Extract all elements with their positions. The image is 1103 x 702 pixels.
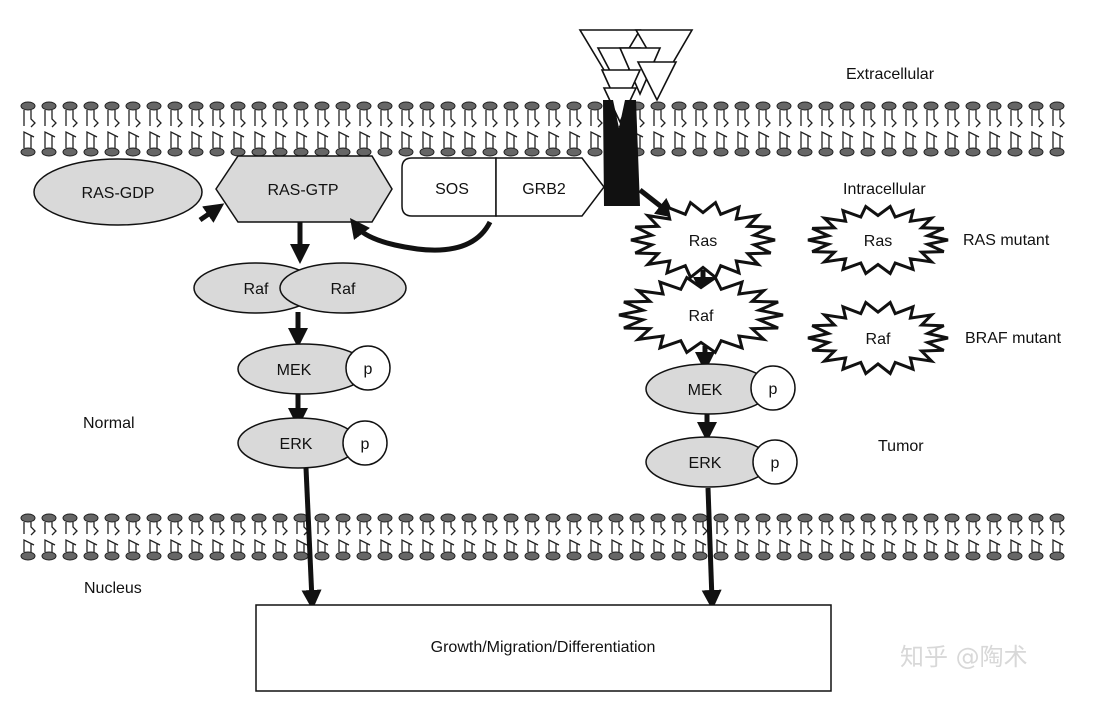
sos-label: SOS [435,181,469,198]
growth-factor-receptor [603,100,640,206]
normal-arrows [198,203,493,610]
erk-normal-p: p [361,436,370,453]
phospho-circle [750,365,796,411]
ras-mutant-star: Ras [807,204,949,276]
mek-normal-p: p [364,361,373,378]
mek-tumor-p: p [769,381,778,398]
raf-mutant-star-label: Raf [866,331,891,348]
ras-tumor-star: Ras [630,200,776,280]
tumor-label: Tumor [878,438,924,455]
raf-mutant-star: Raf [807,300,949,376]
phospho-circle [342,420,388,466]
raf-dimer-node: Raf Raf [193,262,407,314]
erk-tumor-p: p [771,455,780,472]
raf-left-label: Raf [244,281,269,298]
ras-gtp-node: RAS-GTP [215,155,393,223]
arrow-receptor-to-ras [638,188,676,219]
phospho-circle [345,345,391,391]
ras-gtp-label: RAS-GTP [267,182,338,199]
sos-node: SOS [401,157,497,217]
mek-normal-label: MEK [277,362,312,379]
intracellular-label: Intracellular [843,181,926,198]
grb2-label: GRB2 [522,181,566,198]
normal-label: Normal [83,415,135,432]
mek-normal-node: MEK p [237,343,391,395]
cell-membrane [20,101,1065,157]
raf-tumor-star: Raf [618,275,784,355]
ras-tumor-label: Ras [689,233,717,250]
arrow-erk-to-nucleus [301,467,322,610]
arrow-erk-to-nucleus-tumor [701,487,722,610]
mek-tumor-node: MEK p [645,363,796,415]
nucleus-label: Nucleus [84,580,142,597]
ras-mutant-star-label: Ras [864,233,892,250]
grb2-node: GRB2 [495,157,605,217]
mek-tumor-label: MEK [688,382,723,399]
extracellular-label: Extracellular [846,66,935,83]
erk-tumor-label: ERK [689,455,722,472]
tumor-arrows [638,188,722,610]
ras-gdp-label: RAS-GDP [82,185,155,202]
ras-mutant-label: RAS mutant [963,232,1050,249]
phospho-circle [752,439,798,485]
arrow-gdp-to-gtp [198,203,225,223]
ras-gdp-node: RAS-GDP [33,158,203,226]
erk-normal-node: ERK p [237,417,388,469]
outcome-box: Growth/Migration/Differentiation [255,604,832,692]
raf-tumor-label: Raf [689,308,714,325]
raf-right-label: Raf [331,281,356,298]
erk-tumor-node: ERK p [645,436,798,488]
nuclear-membrane [20,513,1065,561]
arrow-sos-to-ras-gtp [349,218,493,253]
erk-normal-label: ERK [280,436,313,453]
outcome-label: Growth/Migration/Differentiation [431,639,656,656]
watermark: 知乎 @陶术 [900,643,1028,671]
braf-mutant-label: BRAF mutant [965,330,1062,347]
